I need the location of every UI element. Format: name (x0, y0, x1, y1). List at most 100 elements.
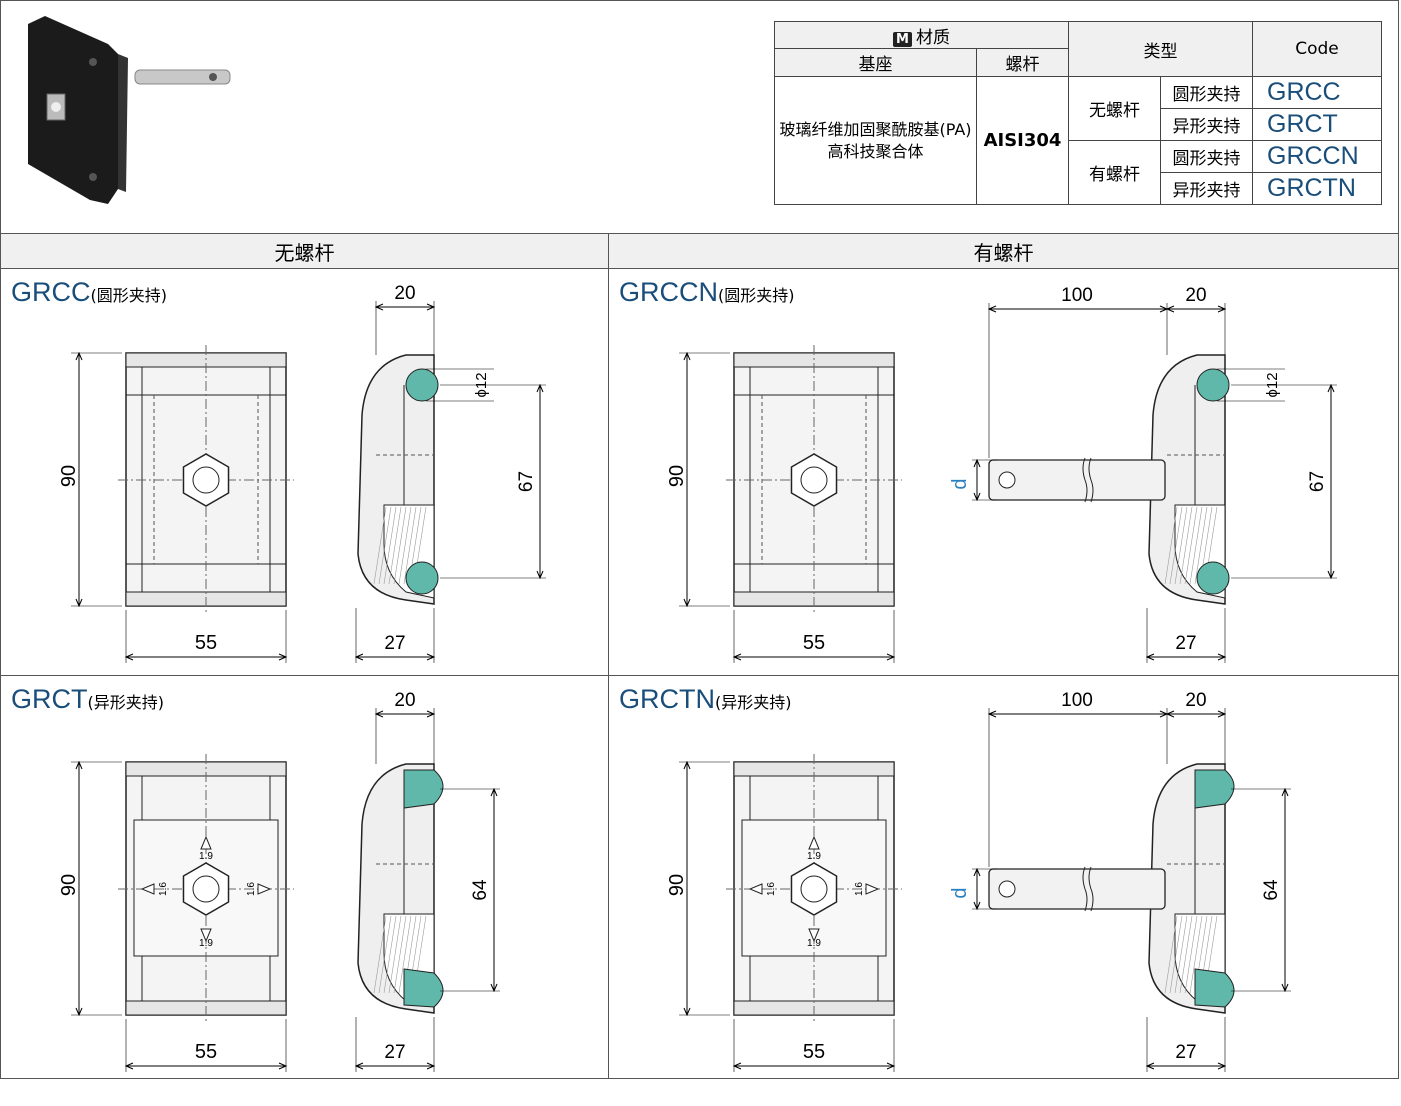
dim-label-height: 90 (666, 465, 688, 487)
dim-label-ball: ϕ12 (1264, 372, 1281, 397)
hatch-line (383, 915, 397, 994)
grip-pad-bottom (1194, 968, 1235, 1008)
break-line (1088, 866, 1094, 912)
triangle-icon (808, 835, 820, 850)
arrow-icon (75, 1007, 83, 1017)
arrow-icon (1281, 787, 1289, 797)
arrow-icon (1327, 383, 1335, 393)
section-header-with-screw: 有螺杆 (608, 233, 1399, 269)
base-header: 基座 (774, 48, 977, 77)
arrow-icon (124, 1062, 134, 1070)
code-header: Code (1252, 21, 1382, 77)
dim-label-width: 55 (803, 1041, 825, 1063)
triangle-icon (748, 883, 763, 895)
dim-label-height: 90 (58, 874, 80, 896)
hatch-line (378, 915, 392, 994)
triangle-icon (808, 928, 820, 943)
dim-label-height: 90 (666, 874, 688, 896)
arrow-icon (683, 351, 691, 361)
hatch-line (378, 506, 392, 585)
dim-label-bottom: 27 (384, 1042, 405, 1063)
drawing-title: GRCCN(圆形夹持) (619, 277, 795, 307)
tolerance-mark: 1.9 (199, 851, 213, 862)
arrow-icon (886, 1062, 896, 1070)
arrow-icon (683, 1007, 691, 1017)
bore-circle (800, 875, 828, 903)
arrow-icon (426, 710, 436, 718)
dim-label-span: 67 (516, 471, 537, 492)
arrow-icon (683, 760, 691, 770)
drawing-title: GRCC(圆形夹持) (11, 277, 167, 307)
hatch-line (1164, 915, 1178, 994)
arrow-icon (278, 653, 288, 661)
hatch-line (373, 915, 387, 994)
arrow-icon (1165, 305, 1175, 313)
dim-label-width: 55 (195, 632, 217, 654)
arrow-icon (683, 598, 691, 608)
triangle-icon (200, 928, 212, 943)
arrow-icon (75, 760, 83, 770)
dim-label-bottom: 27 (384, 633, 405, 654)
dim-label-d: d (949, 887, 971, 898)
tolerance-mark: 1.6 (246, 882, 257, 896)
dim-label-top: 20 (1185, 285, 1206, 306)
hatch-line (1194, 506, 1208, 585)
arrow-icon (1217, 653, 1227, 661)
arrow-icon (1327, 570, 1335, 580)
arrow-icon (374, 710, 384, 718)
dim-label-bottom: 27 (1175, 1042, 1196, 1063)
break-line (1088, 457, 1094, 503)
grip-ball-top (1196, 368, 1230, 402)
arrow-icon (426, 1062, 436, 1070)
base-material: 玻璃纤维加固聚酰胺基(PA)高科技聚合体 (774, 76, 977, 205)
dim-label-width: 55 (195, 1041, 217, 1063)
dim-label-span: 64 (1261, 879, 1282, 901)
code-link[interactable]: GRCTN (1252, 172, 1382, 205)
break-line (1082, 866, 1088, 912)
dim-label-rod: 100 (1061, 690, 1093, 711)
rod-hole (998, 880, 1016, 898)
arrow-icon (354, 653, 364, 661)
bore-circle (192, 466, 220, 494)
dim-label-top: 20 (1185, 690, 1206, 711)
tolerance-mark: 1.6 (766, 882, 777, 896)
arrow-icon (536, 570, 544, 580)
arrow-icon (426, 653, 436, 661)
code-link[interactable]: GRCT (1252, 108, 1382, 141)
triangle-icon (200, 835, 212, 850)
dim-label-span: 64 (470, 879, 491, 901)
hatch-line (398, 915, 412, 994)
arrow-icon (124, 653, 134, 661)
grip-ball-top (405, 368, 439, 402)
hatch-line (373, 506, 387, 585)
code-link[interactable]: GRCCN (1252, 140, 1382, 173)
hatch-line (388, 506, 402, 585)
dim-label-span: 67 (1307, 471, 1328, 492)
arrow-icon (536, 383, 544, 393)
dim-label-ball: ϕ12 (473, 372, 490, 397)
break-line (1082, 457, 1088, 503)
hatch-line (1164, 506, 1178, 585)
hatch-line (1174, 915, 1188, 994)
arrow-icon (426, 303, 436, 311)
arrow-icon (973, 901, 981, 911)
grip-pad-top (1194, 769, 1235, 809)
arrow-icon (354, 1062, 364, 1070)
arrow-icon (1217, 710, 1227, 718)
tolerance-mark: 1.9 (807, 938, 821, 949)
hatch-line (383, 506, 397, 585)
section-header-no-screw: 无螺杆 (0, 233, 609, 269)
hatch-line (388, 915, 402, 994)
arrow-icon (374, 303, 384, 311)
arrow-icon (1145, 653, 1155, 661)
grip-type: 异形夹持 (1160, 172, 1253, 205)
arrow-icon (490, 787, 498, 797)
code-link[interactable]: GRCC (1252, 76, 1382, 109)
hatch-line (1184, 915, 1198, 994)
hatch-line (1184, 506, 1198, 585)
